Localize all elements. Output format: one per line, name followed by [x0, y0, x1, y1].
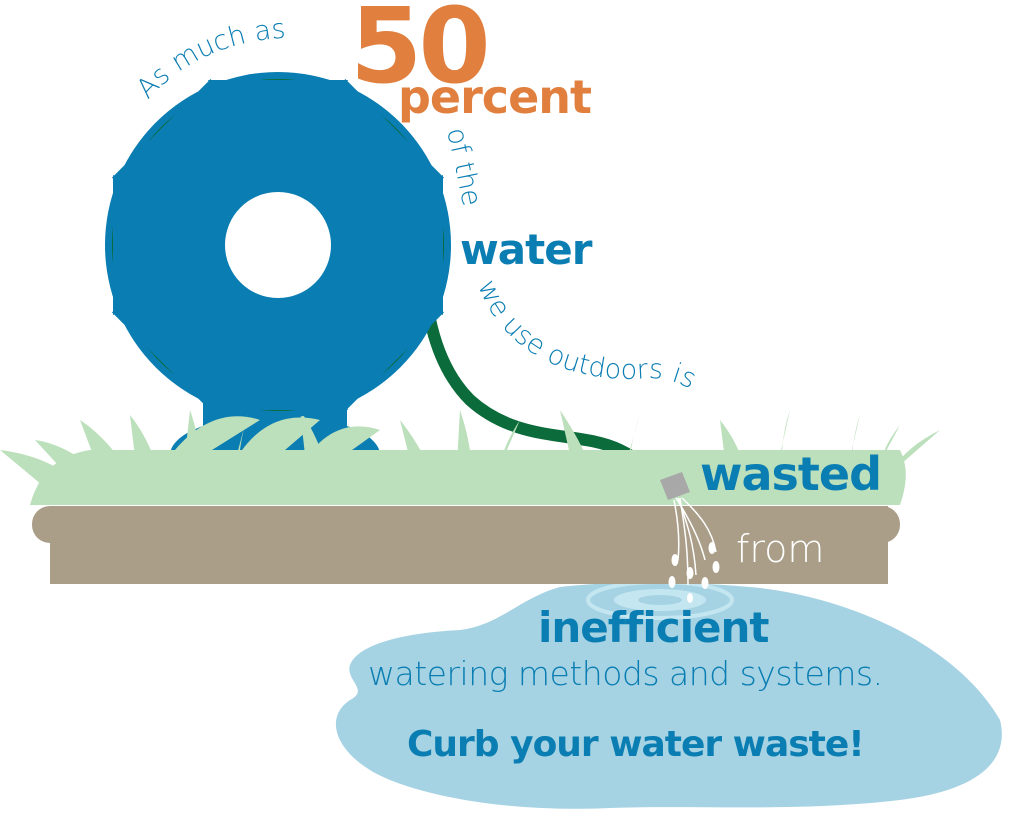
keyword-water: water — [460, 225, 592, 274]
reel-hub — [225, 192, 331, 298]
phrase-of-the: of the — [440, 125, 487, 209]
hose-reel — [105, 72, 451, 418]
word-from: from — [736, 527, 825, 571]
call-to-action: Curb your water waste! — [407, 724, 865, 765]
phrase-methods: watering methods and systems. — [368, 654, 883, 693]
statistic-number: 50 — [350, 0, 491, 107]
keyword-inefficient: inefficient — [538, 603, 769, 652]
soil-ledge — [32, 506, 900, 584]
keyword-wasted: wasted — [700, 447, 882, 501]
hose-nozzle — [660, 472, 690, 500]
statistic-unit: percent — [398, 70, 592, 124]
water-puddle — [335, 580, 1002, 809]
phrase-we-use-outdoors-is: we use outdoors is — [471, 275, 701, 395]
